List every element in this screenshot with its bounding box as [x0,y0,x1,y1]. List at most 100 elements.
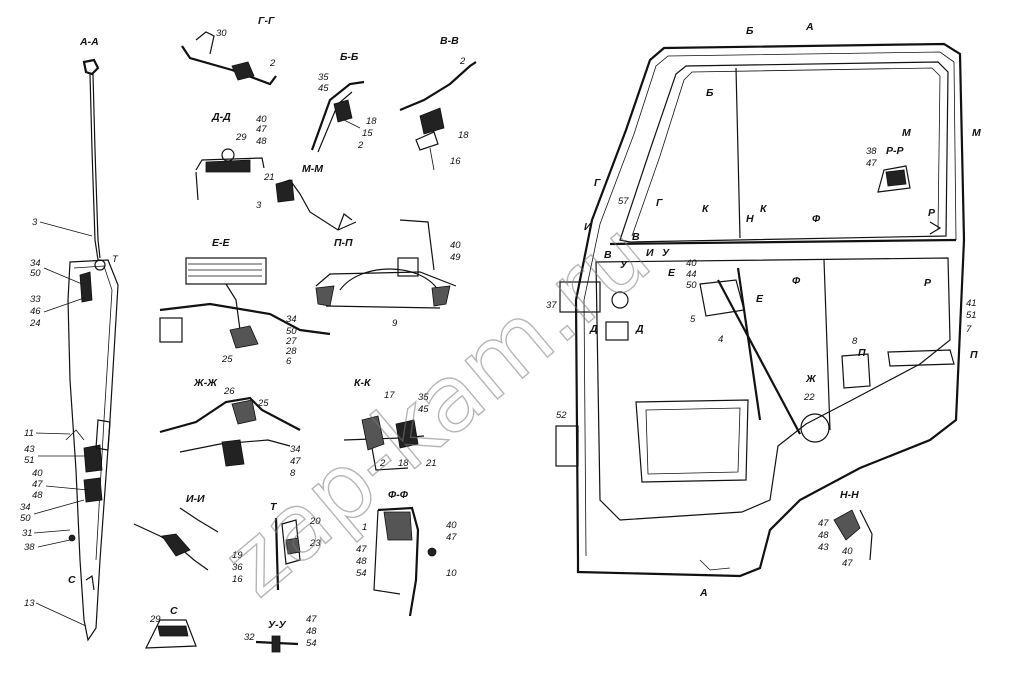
section-f-f: Ф-Ф 1 40 47 47 48 54 10 [356,489,457,617]
svg-text:Г: Г [594,177,601,189]
svg-text:51: 51 [966,310,977,321]
svg-text:47: 47 [306,614,317,625]
svg-text:47: 47 [842,558,853,569]
svg-text:18: 18 [458,130,469,141]
mark-t: Т [112,254,119,265]
watermark: zap-kam.ru [203,201,670,617]
svg-text:34: 34 [20,502,31,513]
glass-line [89,73,99,261]
svg-text:48: 48 [256,136,267,147]
svg-text:Е-Е: Е-Е [212,237,231,249]
svg-text:2: 2 [269,58,276,69]
svg-text:35: 35 [318,72,329,83]
svg-text:40: 40 [686,258,697,269]
svg-text:19: 19 [232,550,243,561]
svg-text:8: 8 [290,468,296,479]
svg-text:2: 2 [459,56,466,67]
svg-text:П-П: П-П [334,237,353,249]
svg-text:28: 28 [285,346,297,357]
svg-text:Р: Р [924,277,932,289]
svg-text:54: 54 [306,638,317,649]
svg-text:40: 40 [446,520,457,531]
svg-text:47: 47 [356,544,367,555]
svg-text:29: 29 [235,132,247,143]
section-b-b: Б-Б 35 45 18 15 2 [310,51,377,153]
svg-text:21: 21 [263,172,275,183]
svg-text:40: 40 [450,240,461,251]
section-v-v: В-В 2 18 16 [399,35,477,171]
svg-text:У: У [620,259,628,271]
svg-text:В: В [604,249,612,261]
svg-text:57: 57 [618,196,629,207]
svg-text:Р-Р: Р-Р [886,145,905,157]
svg-text:48: 48 [32,490,43,501]
svg-text:17: 17 [384,390,395,401]
svg-text:П: П [858,347,866,359]
svg-text:Ж: Ж [805,373,817,385]
svg-text:30: 30 [216,28,227,39]
hinge-lower [555,425,579,467]
svg-text:50: 50 [686,280,697,291]
svg-text:И-И: И-И [186,493,205,505]
svg-text:Е: Е [756,293,764,305]
svg-text:38: 38 [24,542,35,553]
svg-text:45: 45 [418,404,429,415]
section-r-r: Р-Р 38 47 [866,145,911,193]
svg-text:45: 45 [318,83,329,94]
hinge-upper [559,281,601,313]
svg-text:49: 49 [450,252,461,263]
section-k-k: К-К 17 35 45 2 18 21 [343,377,437,471]
svg-text:21: 21 [425,458,437,469]
svg-text:С: С [170,605,178,617]
svg-text:40: 40 [32,468,43,479]
svg-text:2: 2 [379,458,386,469]
mark-c: С [68,574,76,586]
svg-text:У: У [662,247,670,259]
svg-text:К: К [702,203,710,215]
svg-text:50: 50 [20,513,31,524]
svg-text:23: 23 [309,538,321,549]
section-n-n: Н-Н 47 48 43 40 47 [818,489,873,569]
svg-text:32: 32 [244,632,255,643]
svg-text:16: 16 [450,156,461,167]
svg-text:15: 15 [362,128,373,139]
svg-text:3: 3 [32,217,38,228]
svg-text:48: 48 [356,556,367,567]
svg-text:М: М [902,127,911,139]
svg-text:4: 4 [718,334,723,345]
svg-text:47: 47 [290,456,301,467]
door-profile [67,259,119,642]
svg-text:54: 54 [356,568,367,579]
svg-text:10: 10 [446,568,457,579]
svg-text:М: М [972,127,981,139]
svg-text:1: 1 [362,522,367,533]
svg-text:40: 40 [842,546,853,557]
svg-text:41: 41 [966,298,977,309]
inner-panel [595,257,951,521]
door-outline [574,42,966,578]
svg-text:Е: Е [668,267,676,279]
svg-text:Н: Н [746,213,754,225]
section-g-g: Г-Г 30 2 [181,15,277,86]
svg-text:36: 36 [232,562,243,573]
svg-text:Д: Д [589,323,598,335]
svg-text:У-У: У-У [268,619,287,631]
svg-text:Ф: Ф [792,275,801,287]
svg-text:Г: Г [656,197,663,209]
svg-text:47: 47 [32,479,43,490]
section-c: С 29 [145,605,197,649]
section-m-m: М-М 21 3 [256,163,357,231]
svg-text:И: И [584,221,592,233]
svg-text:44: 44 [686,269,697,280]
svg-text:А: А [805,21,814,33]
svg-text:47: 47 [866,158,877,169]
svg-text:Б: Б [706,87,714,99]
svg-text:18: 18 [398,458,409,469]
svg-text:25: 25 [221,354,233,365]
svg-text:Р: Р [928,207,936,219]
svg-text:46: 46 [30,306,41,317]
svg-text:К-К: К-К [354,377,372,389]
svg-text:47: 47 [256,124,267,135]
svg-text:П: П [970,349,978,361]
svg-text:43: 43 [818,542,829,553]
